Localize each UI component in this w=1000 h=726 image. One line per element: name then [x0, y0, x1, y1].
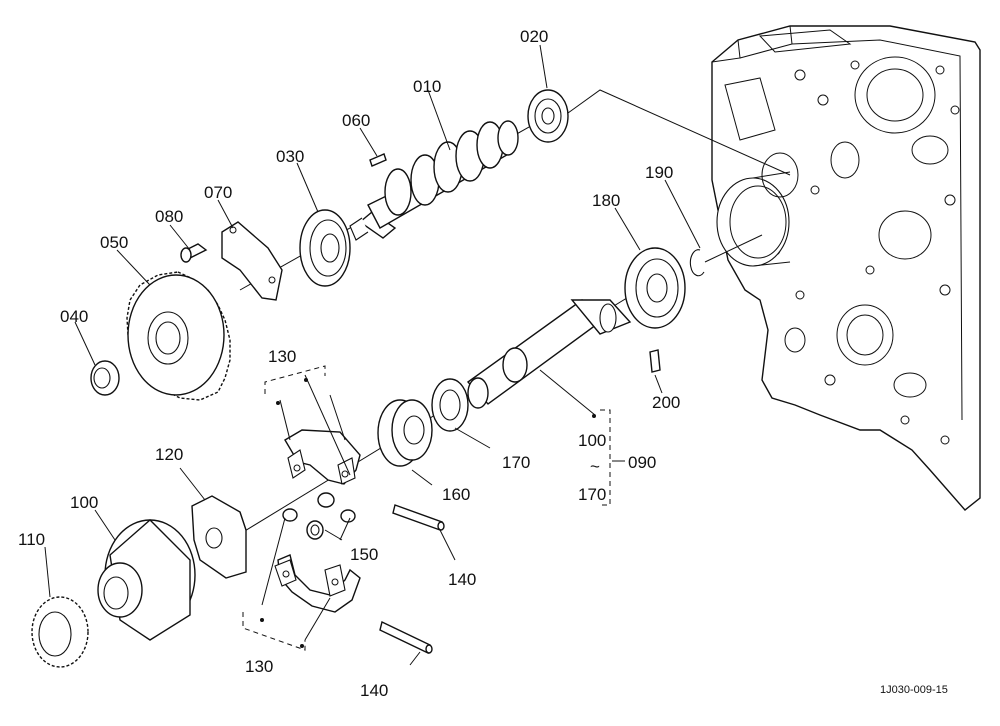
label-190: 190 — [645, 163, 673, 182]
governor-housing-100 — [97, 519, 196, 641]
washer-170 — [431, 378, 469, 432]
bracket-130-lower — [242, 612, 306, 651]
pin-140-upper — [392, 504, 445, 531]
screw-080 — [180, 243, 208, 263]
label-120: 120 — [155, 445, 183, 464]
label-050: 050 — [100, 233, 128, 252]
bracket-090 — [600, 409, 611, 506]
screw-200 — [649, 349, 661, 373]
leader-lines — [44, 44, 701, 666]
holder-120 — [191, 495, 247, 579]
sleeve-160 — [377, 399, 433, 467]
label-130-top: 130 — [268, 347, 296, 366]
label-100: 100 — [70, 493, 98, 512]
snap-ring-190 — [689, 249, 705, 277]
label-140-lower: 140 — [360, 681, 388, 700]
label-010: 020 — [520, 27, 548, 46]
governor-weight-130-upper — [284, 429, 361, 485]
dot-markers — [260, 378, 596, 648]
label-160: 160 — [442, 485, 470, 504]
label-130-bottom: 130 — [245, 657, 273, 676]
label-080: 080 — [155, 207, 183, 226]
label-010b: 010 — [413, 77, 441, 96]
label-030: 030 — [276, 147, 304, 166]
label-070: 070 — [204, 183, 232, 202]
governor-weight-130-lower — [274, 554, 361, 613]
label-090: 090 — [628, 453, 656, 472]
engine-block — [711, 25, 981, 511]
bracket-130-upper — [264, 365, 326, 394]
gear-110 — [31, 596, 89, 668]
label-200: 200 — [652, 393, 680, 412]
label-range-end: 170 — [578, 485, 606, 504]
key-060 — [369, 153, 387, 167]
label-range-tilde: ~ — [590, 457, 600, 476]
governor-shaft-axis-line — [704, 234, 763, 263]
bearing-030 — [299, 209, 351, 287]
label-150: 150 — [350, 545, 378, 564]
label-140-upper: 140 — [448, 570, 476, 589]
camshaft-axis-line — [567, 89, 791, 176]
retainer-plate-070 — [221, 221, 283, 301]
label-060: 060 — [342, 111, 370, 130]
label-170: 170 — [502, 453, 530, 472]
reference-code: 1J030-009-15 — [880, 684, 948, 696]
pin-140-lower — [379, 620, 433, 655]
bearing-180 — [624, 247, 686, 329]
collar-040 — [90, 360, 120, 396]
label-180: 180 — [592, 191, 620, 210]
label-110: 110 — [18, 530, 45, 549]
camshaft — [239, 117, 546, 291]
gear-050 — [126, 271, 231, 401]
bearing-020 — [527, 89, 569, 143]
label-040: 040 — [60, 307, 88, 326]
pin-150 — [282, 492, 356, 540]
label-range-start: 100 — [578, 431, 606, 450]
